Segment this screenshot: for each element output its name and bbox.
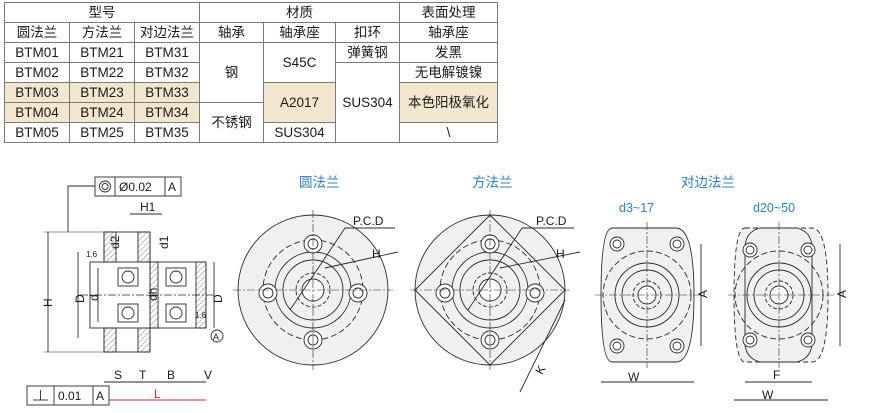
dim-V: V	[204, 368, 212, 382]
table-cell: BTM31	[134, 42, 200, 63]
roughness-left: 1.6	[86, 250, 98, 259]
table-row: BTM04 BTM24 BTM34 不锈钢	[4, 102, 498, 143]
table-row: BTM03 BTM23 BTM33 A2017 本色阳极氧化	[4, 82, 498, 123]
large-dim-W: W	[762, 388, 774, 402]
large-dim-F: F	[773, 368, 780, 382]
side-section-view: Ø0.02 A	[26, 176, 225, 406]
dim-D-H7: D	[211, 294, 225, 303]
caption-range-large: d20~50	[753, 201, 796, 215]
table-row: BTM05 BTM25 BTM35 SUS304 \	[4, 122, 498, 143]
perpendicularity-value: 0.01	[58, 389, 82, 403]
bearing-stainless: 不锈钢	[199, 102, 264, 143]
dim-D-g7: D	[73, 294, 87, 303]
roughness-right: 1.6	[195, 311, 207, 320]
dim-d: d	[87, 294, 101, 301]
subheader-square: 方法兰	[69, 22, 135, 43]
round-pcd: P.C.D	[353, 214, 384, 228]
table-cell: BTM23	[69, 82, 135, 103]
header-surface: 表面处理	[399, 2, 498, 23]
snap-sus304: SUS304	[335, 62, 400, 143]
header-model: 型号	[4, 2, 200, 23]
square-flange-view: P.C.D H K	[410, 210, 581, 393]
concentricity-value: Ø0.02	[119, 180, 152, 194]
table-cell: BTM21	[69, 42, 135, 63]
surface-anodize: 本色阳极氧化	[399, 82, 498, 123]
caption-square: 方法兰	[472, 175, 513, 190]
bearing-steel: 钢	[199, 42, 264, 103]
housing-sus304: SUS304	[263, 122, 336, 143]
dim-H: H	[41, 298, 55, 307]
table-cell: BTM35	[134, 122, 200, 143]
perpendicularity-frame: 0.01 A	[26, 385, 110, 406]
subheader-two-flat: 对边法兰	[134, 22, 200, 43]
dim-dh: dh	[146, 288, 160, 301]
round-flange-view: P.C.D H	[233, 210, 399, 370]
perpendicularity-datum: A	[96, 389, 104, 403]
snap-spring-steel: 弹簧钢	[335, 42, 400, 63]
dim-L: L	[154, 387, 161, 401]
round-dim-H: H	[372, 247, 381, 261]
surface-none: \	[399, 122, 498, 143]
square-pcd: P.C.D	[536, 214, 567, 228]
datum-A: A	[213, 332, 219, 342]
housing-a2017: A2017	[263, 82, 336, 123]
small-dim-A: A	[696, 290, 710, 298]
dim-T: T	[139, 368, 147, 382]
caption-two-flat: 对边法兰	[681, 175, 735, 190]
header-material: 材质	[199, 2, 400, 23]
concentricity-frame: Ø0.02 A	[67, 176, 182, 232]
square-dim-K: K	[533, 363, 549, 377]
subheader-round: 圆法兰	[4, 22, 70, 43]
table-cell: BTM03	[4, 82, 70, 103]
caption-round: 圆法兰	[299, 175, 340, 190]
two-flat-large-view: A F W	[728, 222, 849, 402]
two-flat-small-view: A W	[595, 222, 710, 384]
dim-d1: d1	[157, 235, 171, 249]
concentricity-datum: A	[168, 180, 176, 194]
bearing-bottom	[117, 303, 187, 323]
dim-d2: d2	[108, 235, 122, 249]
subheader-snap-ring: 扣环	[335, 22, 400, 43]
table-cell: BTM04	[4, 102, 70, 123]
large-dim-A: A	[835, 290, 849, 298]
table-cell: BTM05	[4, 122, 70, 143]
subheader-bearing: 轴承	[199, 22, 264, 43]
square-dim-H: H	[556, 247, 565, 261]
caption-range-small: d3~17	[619, 201, 655, 215]
dim-H1: H1	[140, 200, 156, 214]
bearing-top	[117, 267, 187, 287]
spec-table: 型号 材质 表面处理 圆法兰 方法兰 对边法兰 轴承 轴承座 扣环 轴承座 BT…	[4, 2, 498, 143]
dim-B: B	[167, 368, 175, 382]
table-cell: BTM02	[4, 62, 70, 83]
small-dim-W: W	[628, 370, 640, 384]
dim-S: S	[114, 368, 122, 382]
